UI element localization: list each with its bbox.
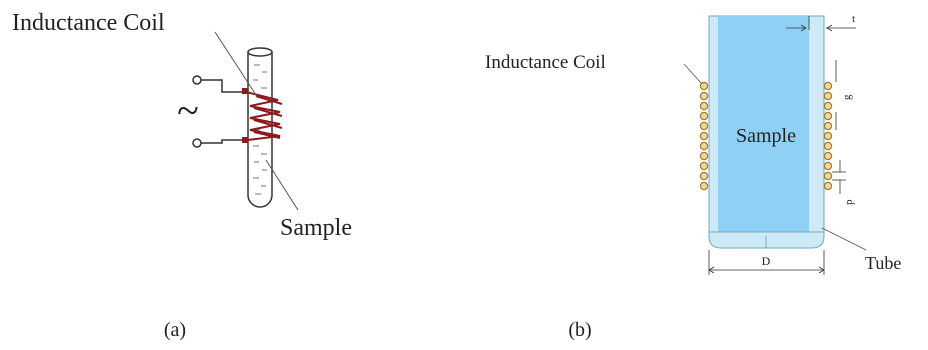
wire-terminal-blocks [242,88,248,143]
inductance-coil-winding [245,91,283,141]
dimension-p [832,160,846,194]
sample-leader-line [265,159,299,211]
tube-leader-line [821,227,867,251]
dim-D-label: D [762,254,771,268]
caption-b: (b) [568,319,591,341]
inductance-coil-label-a: Inductance Coil [12,10,165,36]
dim-t-label: t [852,13,855,25]
sample-region [718,16,809,232]
test-tube [247,47,273,208]
ac-source-symbol: ~ [177,88,199,133]
coil-leader-line-b [683,63,703,85]
sample-label-a: Sample [280,215,352,241]
inductance-coil-label-b: Inductance Coil [485,52,606,73]
tube-label: Tube [865,253,901,273]
dimension-D [708,250,825,275]
sample-label-b: Sample [736,125,796,147]
panel-b: t g p D Inductance Coil Sample Tub [485,13,901,341]
coil-beads-right [823,81,833,191]
source-wiring [192,75,246,148]
dim-p-label: p [843,199,855,205]
dim-g-label: g [841,94,853,100]
caption-a: (a) [164,319,186,341]
coil-beads-left [699,81,709,191]
dimension-t [786,16,856,32]
coil-leader-line [214,31,259,99]
panel-a: ~ Inductance Coil Sample (a) [12,10,352,341]
